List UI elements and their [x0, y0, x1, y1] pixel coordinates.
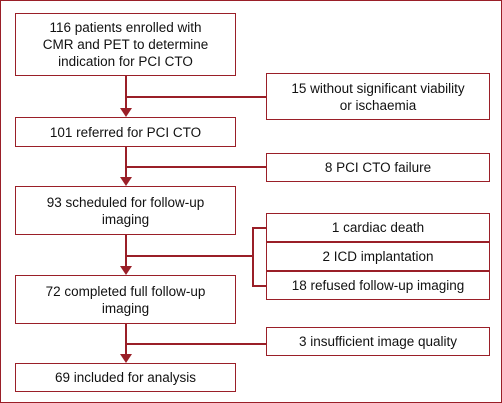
step-included: 69 included for analysis: [15, 363, 236, 392]
connector-bracket-vertical: [252, 227, 254, 286]
step-enrolled: 116 patients enrolled with CMR and PET t…: [15, 13, 236, 76]
connector-branch-2: [125, 166, 267, 168]
connector-main-4: [125, 323, 127, 360]
step-referred: 101 referred for PCI CTO: [15, 117, 236, 147]
exclusion-refused-imaging: 18 refused follow-up imaging: [266, 271, 490, 300]
connector-main-1: [125, 75, 127, 113]
connector-branch-4: [125, 343, 267, 345]
connector-branch-3: [125, 255, 253, 257]
connector-branch-1: [125, 96, 267, 98]
exclusion-pci-failure: 8 PCI CTO failure: [266, 153, 490, 182]
exclusion-image-quality: 3 insufficient image quality: [266, 327, 490, 356]
connector-bracket-bottom: [252, 285, 267, 287]
exclusion-no-viability: 15 without significant viability or isch…: [266, 73, 490, 120]
step-scheduled: 93 scheduled for follow-up imaging: [15, 186, 236, 235]
exclusion-cardiac-death: 1 cardiac death: [266, 213, 490, 242]
exclusion-icd-implantation: 2 ICD implantation: [266, 242, 490, 271]
step-completed: 72 completed full follow-up imaging: [15, 275, 236, 324]
connector-bracket-top: [252, 227, 267, 229]
connector-main-3: [125, 234, 127, 273]
connector-main-2: [125, 146, 127, 183]
